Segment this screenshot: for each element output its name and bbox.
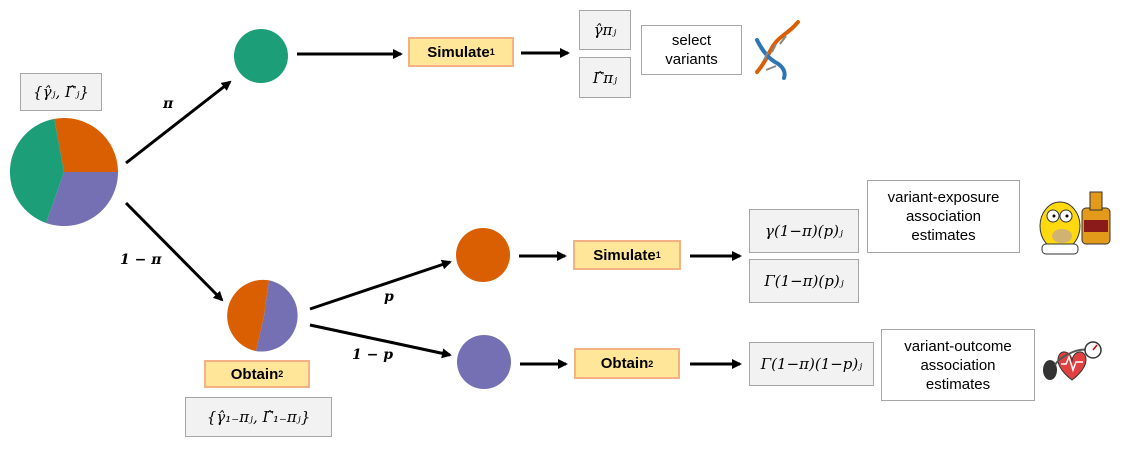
simulate-mid-label: Simulate	[593, 246, 656, 264]
pi-node	[234, 29, 288, 83]
Gamma-exposure-box: Γ(1−π)(p)ⱼ	[749, 259, 859, 303]
gamma-pi-text: γ̂πⱼ	[593, 21, 617, 39]
source-estimates-box: {γ̂ⱼ, Γ̂ⱼ}	[20, 73, 102, 111]
select-variants-box: select variants	[641, 25, 742, 75]
outcome-node	[457, 335, 511, 389]
branch-label-pi: π	[163, 96, 174, 112]
outcome-description-box: variant-outcome association estimates	[881, 329, 1035, 401]
Gamma-pi-box: Γ̂πⱼ	[579, 57, 631, 98]
exposure-description-box: variant-exposure association estimates	[867, 180, 1020, 253]
arrow-one-minus-p	[309, 323, 452, 359]
gamma-exposure-text: γ(1−π)(p)ⱼ	[765, 222, 843, 240]
gamma-pi-box: γ̂πⱼ	[579, 10, 631, 50]
blood-pressure-icon	[1043, 341, 1102, 381]
obtain-set-box: {γ̂₁₋πⱼ, Γ̂₁₋πⱼ}	[185, 397, 332, 437]
obtain-left-label: Obtain	[230, 365, 279, 383]
branch-label-p: p	[384, 289, 394, 305]
arrow-pi	[125, 80, 232, 165]
branch-label-one-minus-p: 1 − p	[352, 347, 394, 363]
Gamma-outcome-box: Γ(1−π)(1−p)ⱼ	[749, 342, 874, 386]
source-estimates-text: {γ̂ⱼ, Γ̂ⱼ}	[33, 83, 89, 101]
Gamma-exposure-text: Γ(1−π)(p)ⱼ	[764, 272, 844, 290]
full-variant-pie	[9, 118, 119, 227]
obtain-bottom-label: Obtain	[600, 355, 649, 372]
simulate-top-label: Simulate	[427, 43, 490, 61]
remaining-variant-pie	[227, 279, 298, 352]
branch-label-one-minus-pi: 1 − π	[120, 252, 162, 268]
arrow-one-minus-pi	[124, 201, 224, 302]
exposure-node	[456, 228, 510, 282]
obtain-set-text: {γ̂₁₋πⱼ, Γ̂₁₋πⱼ}	[206, 408, 311, 426]
gamma-exposure-box: γ(1−π)(p)ⱼ	[749, 209, 859, 253]
dna-icon	[755, 20, 800, 80]
arrow-p	[309, 259, 452, 311]
homer-beer-icon	[1039, 191, 1111, 255]
Gamma-outcome-text: Γ(1−π)(1−p)ⱼ	[760, 355, 863, 373]
Gamma-pi-text: Γ̂πⱼ	[592, 68, 618, 87]
